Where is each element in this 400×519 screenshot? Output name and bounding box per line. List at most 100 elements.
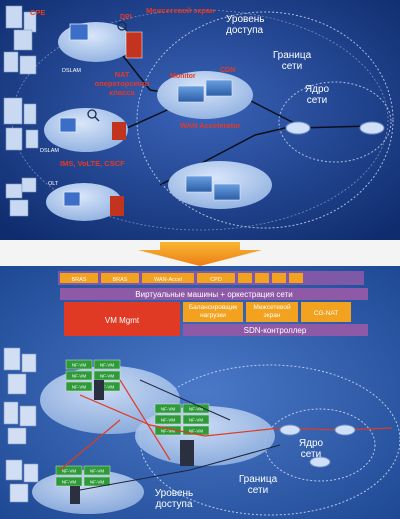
service-cell <box>101 273 139 283</box>
bottom-panel: BRAS BRAS WAN-Accel CPD Виртуальные машины … <box>0 266 400 519</box>
network-edge-label: Граница сети <box>272 50 312 72</box>
dpi-label: DPI <box>120 14 132 21</box>
nf-vm-tile <box>93 370 121 381</box>
nf-vm-tile <box>55 465 83 476</box>
service-cell <box>255 273 269 283</box>
load-balancer-box <box>183 302 243 322</box>
service-cell <box>197 273 235 283</box>
nf-vm-label: NF-VM <box>90 469 104 474</box>
nf-vm-tile <box>154 425 182 436</box>
appliance-icons <box>177 79 241 201</box>
vm-orchestration-label: Виртуальные машины + оркестрация сети <box>135 290 292 299</box>
nf-vm-tile <box>182 425 210 436</box>
firewall-icon <box>110 31 143 216</box>
load-balancer-label-wrap: Балансировщик нагрузки <box>188 304 238 319</box>
service-cell-label: WAN-Accel <box>154 277 182 283</box>
cg-nat-label: CG-NAT <box>314 310 338 317</box>
bottom-access-label: Уровень доступа <box>154 488 194 510</box>
virtual-links <box>59 379 393 471</box>
sdn-controller-label: SDN-контроллер <box>244 326 307 335</box>
firewall-box <box>246 302 298 322</box>
bottom-core-label-wrap: Ядро сети <box>298 438 324 460</box>
nf-vm-label: NF-VM <box>189 407 203 412</box>
firewall-box-label-wrap: Межсетевой экран <box>253 304 291 319</box>
core-label: Ядро сети <box>304 84 330 106</box>
nf-vm-label: NF-VM <box>189 429 203 434</box>
nf-vm-label: NF-VM <box>161 407 175 412</box>
nf-vm-label: NF-VM <box>62 480 76 485</box>
dslam-label-2: DSLAM <box>40 148 59 154</box>
monitor-label: Monitor <box>170 73 196 80</box>
nf-vm-label: NF-VM <box>62 469 76 474</box>
bottom-router-icon <box>279 424 356 468</box>
service-bar: BRAS BRAS WAN-Accel CPD <box>58 271 364 285</box>
service-cell <box>289 273 303 283</box>
nf-vm-label: NF-VM <box>90 480 104 485</box>
nf-vm-tile <box>182 414 210 425</box>
nf-vm-tile <box>55 476 83 487</box>
ims-label: IMS, VoLTE, CSCF <box>60 159 125 168</box>
olt-label: OLT <box>48 181 59 187</box>
access-node-1 <box>58 22 134 62</box>
core-boundary-ring <box>278 81 392 163</box>
bottom-edge-label: Граница сети <box>238 474 278 496</box>
bottom-edge-label-wrap: Граница сети <box>238 474 278 496</box>
building-icons <box>3 5 39 217</box>
nf-vm-tile <box>154 403 182 414</box>
nf-vm-label: NF-VM <box>100 374 114 379</box>
nf-vm-tile <box>65 359 93 370</box>
network-edge-label-wrap: Граница сети <box>272 50 312 72</box>
transition-arrow <box>138 242 262 266</box>
firewall-box-label: Межсетевой экран <box>253 304 291 319</box>
nf-vm-label: NF-VM <box>161 429 175 434</box>
access-level-label-wrap: Уровень доступа <box>226 14 265 36</box>
vm-stacks: NF-VM NF-VM NF-VM NF-VM NF-VM NF-VM NF-VM NF-VM… <box>55 359 210 487</box>
vm-mgmt-label: VM Mgmt <box>105 316 140 325</box>
cg-nat-box <box>301 302 351 322</box>
edge-boundary-ring <box>136 11 394 229</box>
nf-vm-label: NF-VM <box>72 374 86 379</box>
nf-vm-tile <box>154 414 182 425</box>
nf-vm-tile <box>93 359 121 370</box>
vm-mgmt-box <box>64 302 180 336</box>
service-cell-label: BRAS <box>72 277 87 283</box>
cdn-label: CDN <box>220 67 235 74</box>
nat-label: NAT операторского класса <box>94 70 150 97</box>
nf-vm-label: NF-VM <box>72 363 86 368</box>
bottom-core-label: Ядро сети <box>298 438 324 460</box>
switch-icon <box>59 23 89 207</box>
service-cell <box>272 273 286 283</box>
service-cell <box>60 273 98 283</box>
server-icon <box>70 380 194 504</box>
vm-cluster-3 <box>32 470 144 514</box>
bottom-access-label-wrap: Уровень доступа <box>154 488 194 510</box>
sdn-controller-bar <box>183 324 368 336</box>
nf-vm-label: NF-VM <box>189 418 203 423</box>
nf-vm-label: NF-VM <box>100 385 114 390</box>
nf-vm-tile <box>65 370 93 381</box>
firewall-label-wrap: Межсетевой экран <box>146 6 215 15</box>
access-level-label: Уровень доступа <box>226 14 265 36</box>
nf-vm-label: NF-VM <box>72 385 86 390</box>
load-balancer-label: Балансировщик нагрузки <box>188 304 238 319</box>
dslam-label-1: DSLAM <box>62 68 81 74</box>
router-icon <box>285 121 385 135</box>
service-cell-label: CPD <box>210 277 222 283</box>
firewall-label: Межсетевой экран <box>146 6 215 15</box>
service-cell-label: BRAS <box>113 277 128 283</box>
service-cell <box>142 273 194 283</box>
nf-vm-tile <box>83 465 111 476</box>
nat-label-wrap: NAT операторского класса <box>94 70 150 97</box>
nf-vm-label: NF-VM <box>161 418 175 423</box>
service-cell <box>238 273 252 283</box>
physical-links <box>79 379 281 491</box>
top-panel: CPE DPI Межсетевой экран Уровень доступа… <box>0 0 400 240</box>
nf-vm-tile <box>83 476 111 487</box>
wan-accelerator-label: WAN Accelerator <box>180 121 241 130</box>
nf-vm-tile <box>65 381 93 392</box>
bottom-building-icons <box>3 347 39 503</box>
cpe-label: CPE <box>30 8 45 17</box>
core-label-wrap: Ядро сети <box>304 84 330 106</box>
